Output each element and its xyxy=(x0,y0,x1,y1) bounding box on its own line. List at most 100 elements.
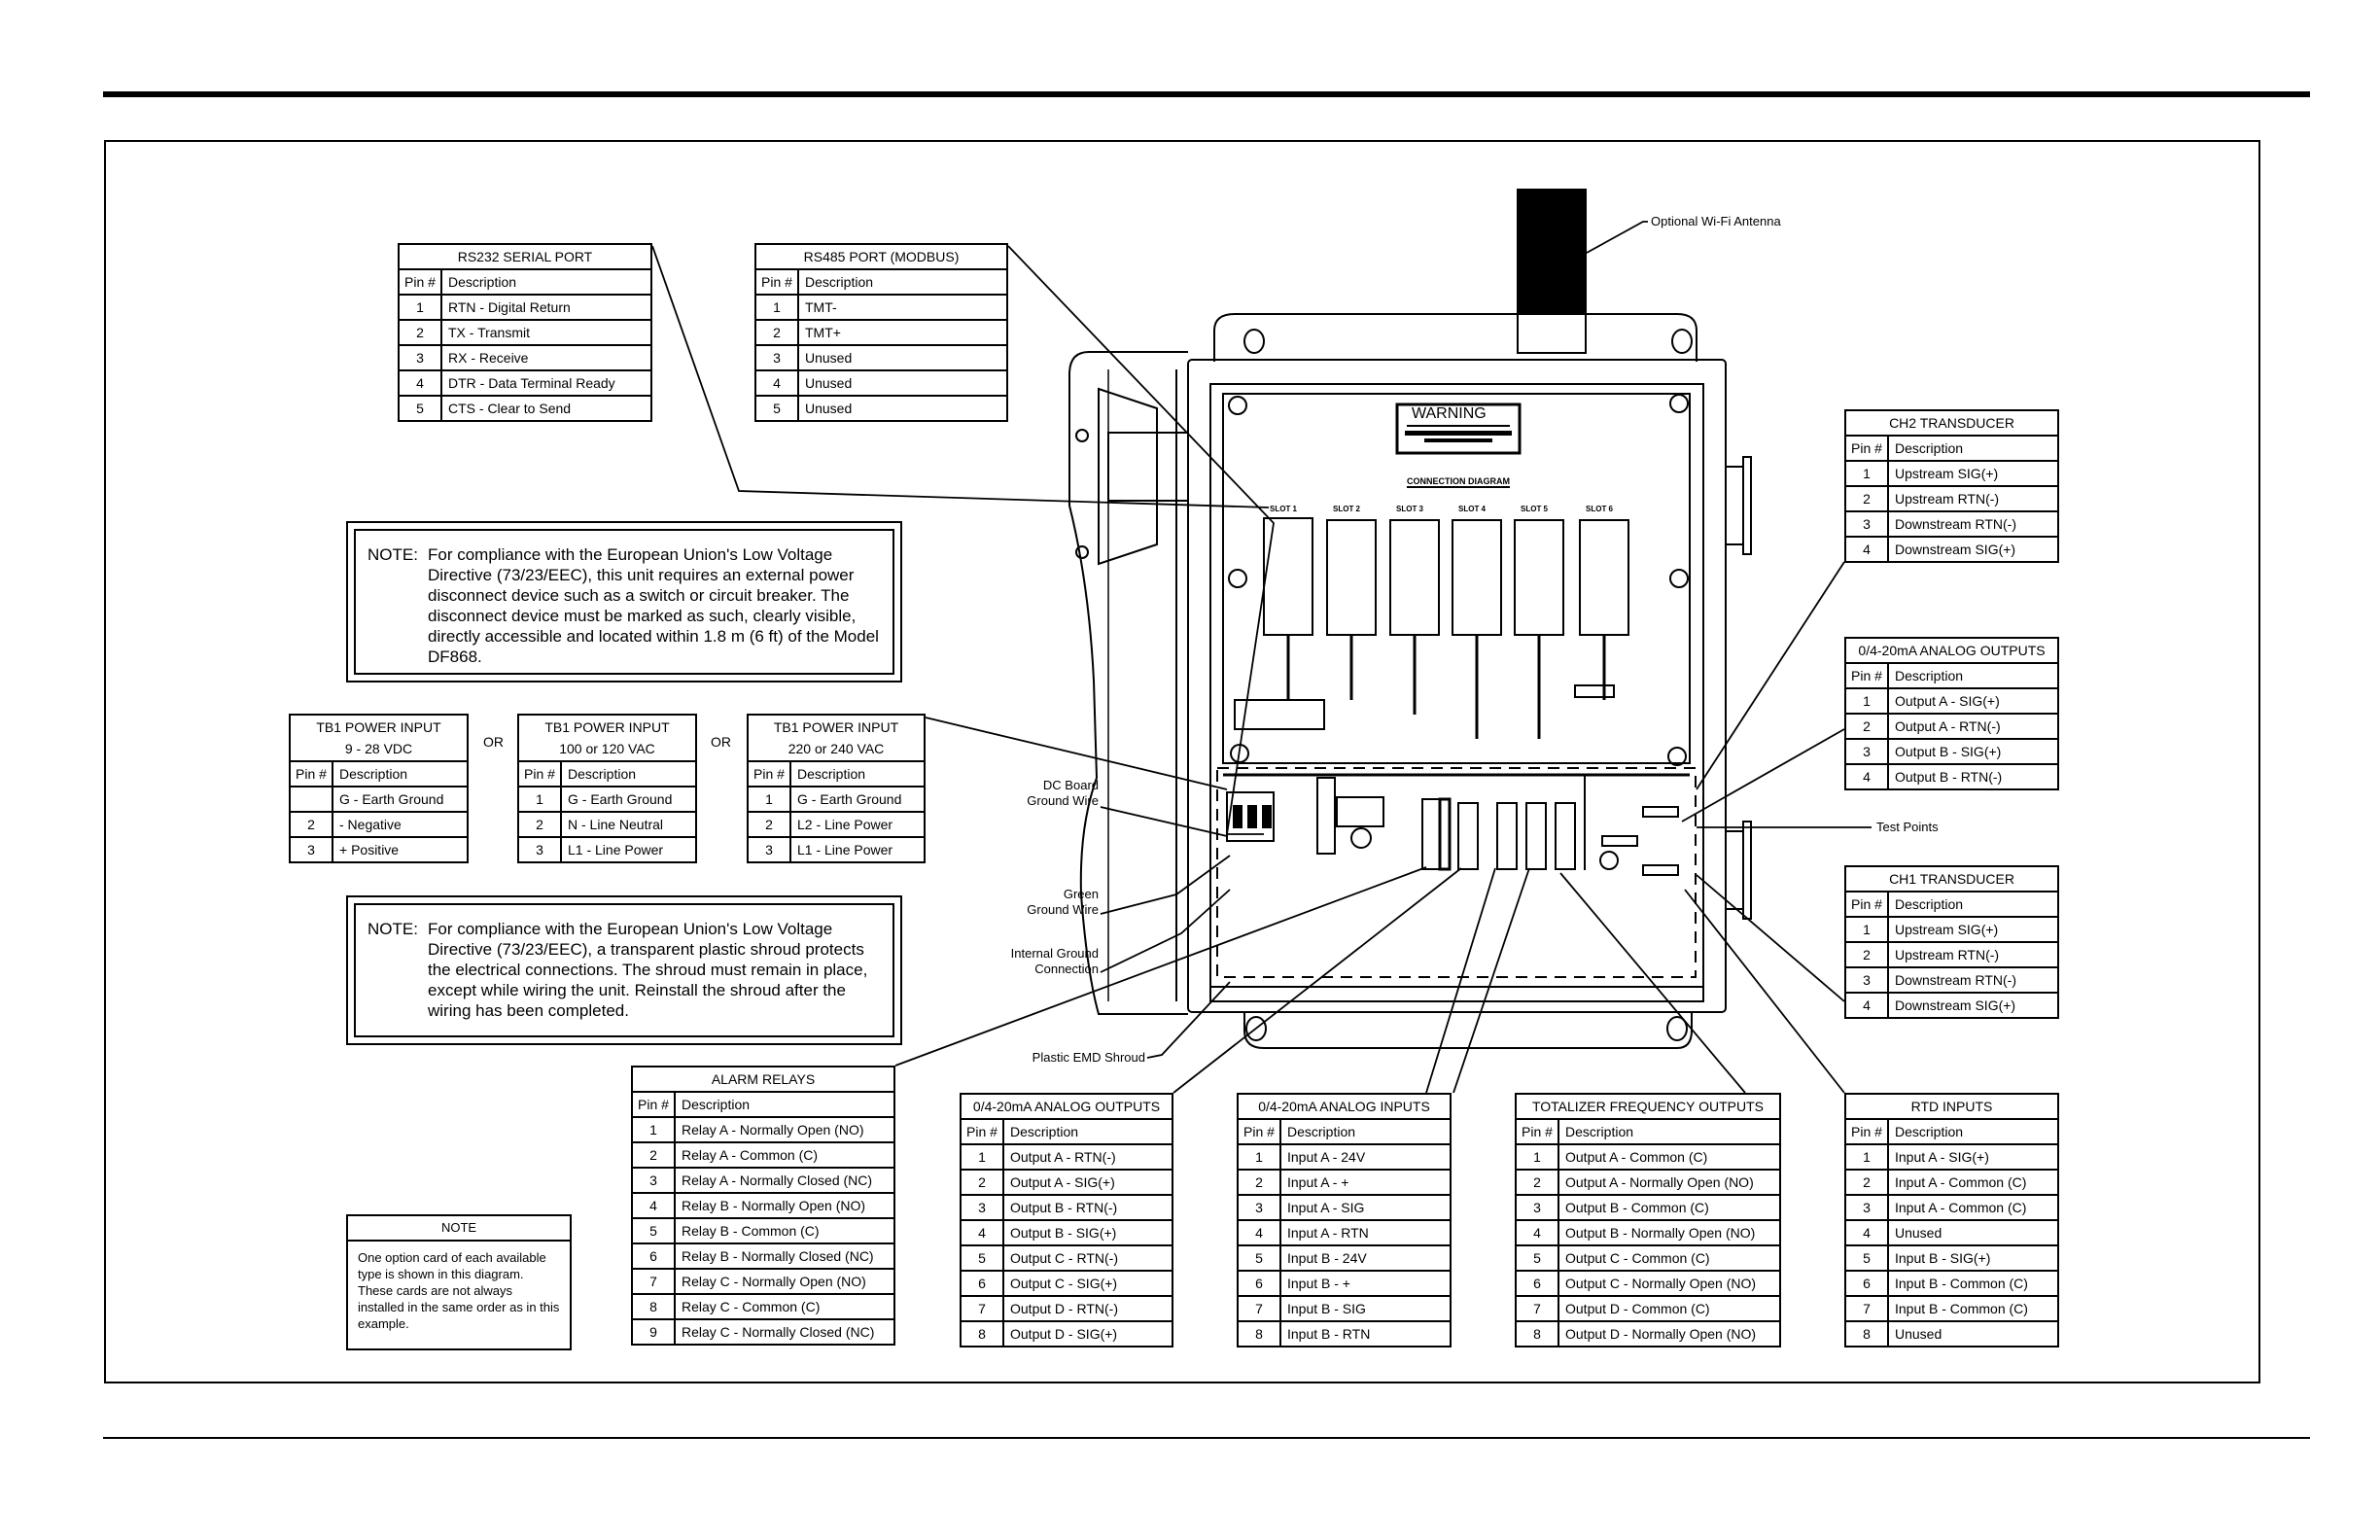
pin-number: 8 xyxy=(960,1320,1004,1348)
pin-description: Output A - SIG(+) xyxy=(1887,687,2059,715)
pin-description: Upstream SIG(+) xyxy=(1887,460,2059,487)
table-title-line: 0/4-20mA ANALOG OUTPUTS xyxy=(972,1099,1161,1114)
table-title-line: 100 or 120 VAC xyxy=(559,741,655,756)
test-points-label: Test Points xyxy=(1876,820,1939,834)
pin-description: Relay B - Normally Open (NO) xyxy=(674,1192,895,1219)
pin-number: 2 xyxy=(1844,1169,1889,1196)
pin-description: L1 - Line Power xyxy=(560,836,697,863)
pin-number: 4 xyxy=(1515,1219,1559,1246)
pin-number: 1 xyxy=(398,294,442,321)
pin-description: Input B - 24V xyxy=(1279,1244,1452,1272)
pin-number: 4 xyxy=(1844,536,1889,563)
pin-description: Input B - + xyxy=(1279,1270,1452,1297)
table-header-row: Pin #Description xyxy=(1844,1118,2059,1145)
table-row: 2- Negative xyxy=(289,811,469,838)
or-label: OR xyxy=(483,734,504,750)
shroud-label: Plastic EMD Shroud xyxy=(1032,1050,1145,1065)
pin-description: Input A - RTN xyxy=(1279,1219,1452,1246)
pin-description: Output C - Normally Open (NO) xyxy=(1558,1270,1781,1297)
slot-label: SLOT 6 xyxy=(1586,505,1614,513)
column-header-pin: Pin # xyxy=(1844,1118,1889,1145)
table-title-line: CH1 TRANSDUCER xyxy=(1889,871,2014,887)
pin-description: RX - Receive xyxy=(440,344,652,371)
pin-description: Input A - SIG(+) xyxy=(1887,1143,2059,1171)
table-title-row: RS485 PORT (MODBUS) xyxy=(754,243,1008,270)
column-header-description: Description xyxy=(674,1091,895,1118)
pin-number: 3 xyxy=(1844,1194,1889,1221)
column-header-pin: Pin # xyxy=(754,268,799,296)
table-title-row: TOTALIZER FREQUENCY OUTPUTS xyxy=(1515,1093,1781,1120)
pin-number: 1 xyxy=(517,786,562,813)
pin-description: G - Earth Ground xyxy=(789,786,926,813)
pin-description: Output D - SIG(+) xyxy=(1002,1320,1173,1348)
pin-description: Relay A - Normally Closed (NC) xyxy=(674,1167,895,1194)
pin-number: 6 xyxy=(960,1270,1004,1297)
table-title: RS485 PORT (MODBUS) xyxy=(754,243,1008,270)
pin-number: 3 xyxy=(1844,510,1889,538)
slot-label: SLOT 3 xyxy=(1396,505,1424,513)
mounting-flange-bottom xyxy=(1243,1012,1693,1049)
pin-description: CTS - Clear to Send xyxy=(440,395,652,422)
pin-number: 4 xyxy=(1844,763,1889,790)
table-title: RTD INPUTS xyxy=(1844,1093,2059,1120)
note-plastic-shroud: NOTE:For compliance with the European Un… xyxy=(346,895,902,1045)
table-title-line: RS232 SERIAL PORT xyxy=(457,249,593,264)
pin-description: Relay C - Normally Closed (NC) xyxy=(674,1318,895,1346)
table-title: 0/4-20mA ANALOG INPUTS xyxy=(1237,1093,1452,1120)
pin-description: Input A - Common (C) xyxy=(1887,1194,2059,1221)
pin-number: 2 xyxy=(754,319,799,346)
pin-description: Output B - SIG(+) xyxy=(1887,738,2059,765)
pin-number: 4 xyxy=(1844,992,1889,1019)
pin-description: Relay A - Normally Open (NO) xyxy=(674,1116,895,1143)
pin-description: Input B - RTN xyxy=(1279,1320,1452,1348)
column-header-description: Description xyxy=(1887,1118,2059,1145)
pin-number: 2 xyxy=(960,1169,1004,1196)
pin-description: Input B - SIG xyxy=(1279,1295,1452,1322)
table-title: CH1 TRANSDUCER xyxy=(1844,865,2059,892)
pin-description: Output B - SIG(+) xyxy=(1002,1219,1173,1246)
column-header-pin: Pin # xyxy=(1844,435,1889,462)
pin-description: Output A - SIG(+) xyxy=(1002,1169,1173,1196)
pin-number: 2 xyxy=(631,1141,676,1169)
or-label: OR xyxy=(711,734,731,750)
pin-number: 1 xyxy=(747,786,791,813)
pin-description: Input B - SIG(+) xyxy=(1887,1244,2059,1272)
pin-number: 3 xyxy=(747,836,791,863)
column-header-description: Description xyxy=(560,760,697,788)
pin-number: 1 xyxy=(1844,1143,1889,1171)
table-title: 0/4-20mA ANALOG OUTPUTS xyxy=(960,1093,1173,1120)
